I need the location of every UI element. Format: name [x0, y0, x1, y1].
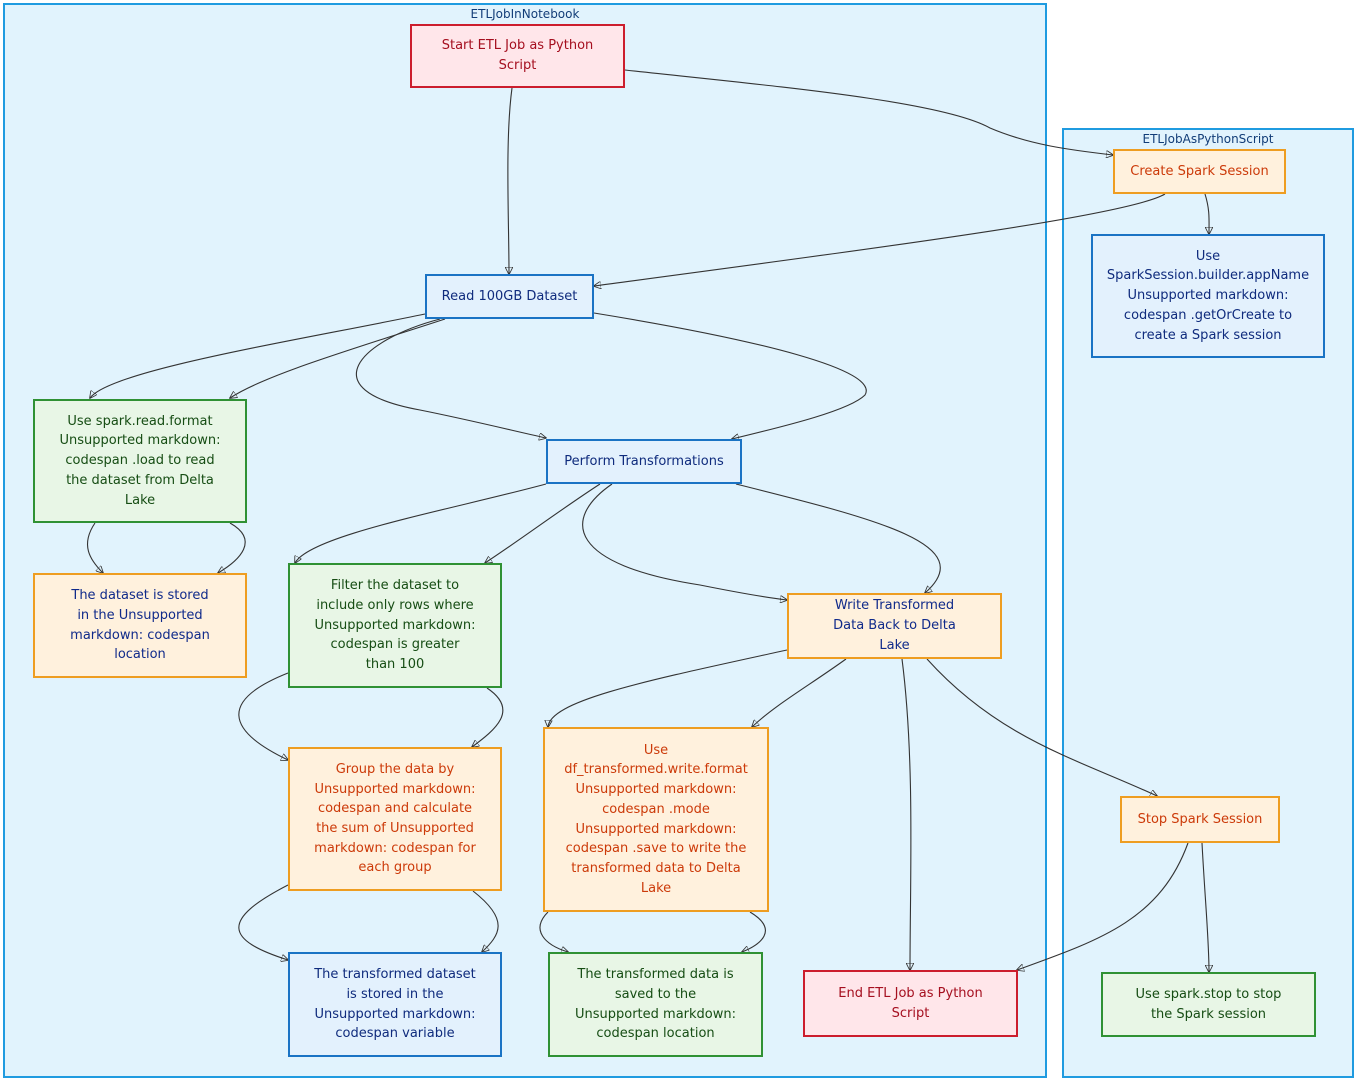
stop-spark-session-label: Stop Spark Session [1137, 811, 1263, 827]
use-df-write-format-node[interactable]: Use df_transformed.write.format Unsuppor… [543, 727, 769, 912]
read-dataset-node[interactable]: Read 100GB Dataset [425, 274, 594, 319]
edge-perform-filter-b [485, 483, 601, 563]
cluster-title-notebook: ETLJobInNotebook [470, 7, 580, 21]
group-data-label: Group the data by Unsupported markdown: … [314, 761, 476, 876]
dataset-stored-label: The dataset is stored in the Unsupported… [70, 588, 210, 663]
edge-stop-usestop [1201, 842, 1209, 972]
edge-stop-end [1017, 842, 1189, 970]
use-spark-read-format-node[interactable]: Use spark.read.format Unsupported markdo… [33, 399, 247, 523]
edge-usewrite-saved-b [742, 911, 766, 952]
edge-write-usewrite-b [752, 658, 847, 727]
cluster-title-script: ETLJobAsPythonScript [1142, 132, 1274, 146]
edge-write-usewrite-a [548, 649, 788, 727]
perform-transformations-node[interactable]: Perform Transformations [546, 439, 742, 484]
dataset-stored-node[interactable]: The dataset is stored in the Unsupported… [33, 573, 247, 678]
edge-create-read [594, 193, 1166, 286]
edge-filter-group-a [238, 672, 288, 760]
edge-perform-write-a [582, 483, 787, 600]
use-df-write-format-label: Use df_transformed.write.format Unsuppor… [564, 742, 748, 896]
write-transformed-label: Write Transformed Data Back to Delta Lak… [833, 598, 956, 653]
create-spark-session-node[interactable]: Create Spark Session [1113, 149, 1286, 194]
perform-transformations-label: Perform Transformations [564, 453, 724, 469]
edge-create-builder [1204, 193, 1209, 234]
end-etl-job-node[interactable]: End ETL Job as Python Script [803, 970, 1018, 1037]
transformed-dataset-stored-node[interactable]: The transformed dataset is stored in the… [288, 952, 502, 1057]
use-sparksession-builder-node[interactable]: Use SparkSession.builder.appName Unsuppo… [1091, 234, 1325, 358]
edge-perform-write-b [735, 483, 941, 593]
use-spark-stop-node[interactable]: Use spark.stop to stop the Spark session [1101, 972, 1316, 1037]
create-spark-session-label: Create Spark Session [1130, 163, 1269, 179]
read-dataset-label: Read 100GB Dataset [441, 288, 578, 304]
filter-dataset-label: Filter the dataset to include only rows … [314, 578, 476, 673]
start-etl-job-label: Start ETL Job as Python Script [441, 38, 594, 73]
edge-read-useformat-b [230, 318, 446, 398]
edge-read-perform-b [593, 312, 867, 439]
edge-filter-group-b [472, 687, 504, 747]
edge-read-useformat-a [90, 313, 426, 398]
edge-usewrite-saved-a [539, 911, 568, 952]
end-etl-job-label: End ETL Job as Python Script [838, 985, 983, 1021]
edge-useformat-stored-a [86, 522, 103, 573]
edge-useformat-stored-b [218, 522, 246, 573]
edge-read-perform-a [355, 318, 546, 438]
transformed-data-saved-node[interactable]: The transformed data is saved to the Uns… [548, 952, 763, 1057]
edge-write-end [901, 658, 911, 970]
edge-group-transformed-b [472, 890, 499, 952]
use-spark-read-format-label: Use spark.read.format Unsupported markdo… [59, 413, 221, 508]
group-data-node[interactable]: Group the data by Unsupported markdown: … [288, 747, 502, 891]
edge-perform-filter-a [295, 483, 547, 563]
write-transformed-node[interactable]: Write Transformed Data Back to Delta Lak… [787, 593, 1002, 659]
cluster-etl-job-in-notebook: ETLJobInNotebook [3, 3, 1047, 1078]
edge-start-create [624, 69, 1113, 155]
edge-group-transformed-a [238, 884, 288, 960]
edge-start-read [508, 87, 512, 274]
edge-write-stop [926, 658, 1157, 796]
use-sparksession-builder-label: Use SparkSession.builder.appName Unsuppo… [1106, 248, 1310, 343]
use-spark-stop-label: Use spark.stop to stop the Spark session [1135, 986, 1282, 1022]
stop-spark-session-node[interactable]: Stop Spark Session [1120, 796, 1280, 843]
transformed-dataset-stored-label: The transformed dataset is stored in the… [314, 967, 476, 1042]
start-etl-job-node[interactable]: Start ETL Job as Python Script [410, 24, 625, 88]
filter-dataset-node[interactable]: Filter the dataset to include only rows … [288, 563, 502, 688]
transformed-data-saved-label: The transformed data is saved to the Uns… [574, 967, 736, 1042]
